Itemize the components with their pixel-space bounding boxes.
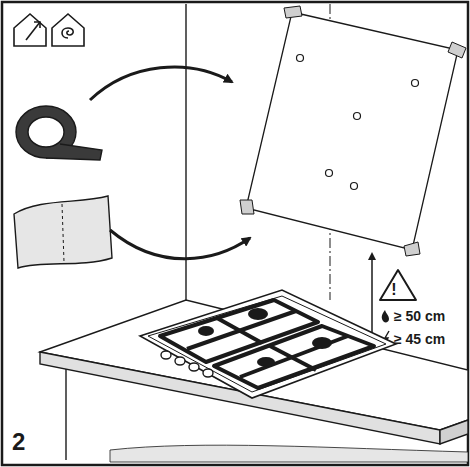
step-number: 2	[12, 430, 25, 454]
paper-sheet	[14, 196, 112, 268]
tape-roll	[16, 106, 102, 160]
electric-clearance: ≥ 45 cm	[394, 332, 445, 346]
template	[240, 6, 466, 256]
gas-hob	[140, 290, 396, 398]
warning-mark: !	[391, 282, 396, 298]
house-icons	[14, 14, 84, 46]
flame-icon	[382, 310, 389, 322]
warning-triangle	[380, 270, 416, 300]
gas-clearance: ≥ 50 cm	[394, 309, 445, 323]
wall-corner	[185, 4, 186, 300]
curved-arrows	[90, 67, 250, 259]
